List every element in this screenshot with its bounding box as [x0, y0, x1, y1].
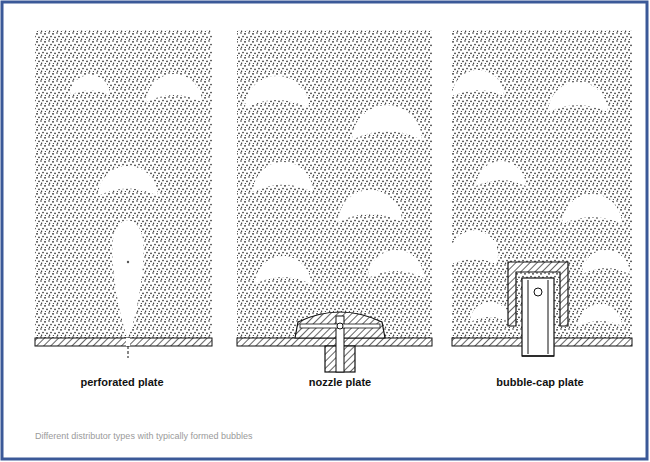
part-label: perforated plate	[22, 376, 222, 388]
gas-bubble	[450, 230, 498, 264]
orifice	[126, 338, 130, 346]
riser-end	[522, 355, 554, 356]
gas-jet	[112, 221, 143, 339]
gas-bubble	[245, 76, 309, 108]
particle-bed	[35, 30, 212, 338]
gas-bubble	[338, 190, 402, 222]
riser-wall	[528, 280, 529, 354]
gas-bubble	[578, 304, 622, 326]
gas-bubble	[98, 166, 158, 196]
gas-bubble	[548, 82, 608, 112]
orifice-axis	[128, 346, 129, 358]
riser-tube	[522, 278, 554, 356]
nozzle-hole	[337, 323, 343, 329]
gas-bubble	[70, 75, 110, 95]
gas-bubble	[562, 194, 622, 224]
gas-bubble	[253, 162, 313, 192]
figure-caption: Different distributor types with typical…	[35, 431, 252, 441]
riser-wall	[548, 280, 549, 354]
gas-bubble	[582, 250, 630, 274]
gas-bubble	[368, 250, 424, 278]
gas-bubble	[476, 161, 526, 186]
particle-bed	[452, 30, 632, 338]
gas-bubble	[352, 105, 422, 140]
gas-bubble	[146, 74, 202, 102]
nozzle-plate	[237, 338, 432, 346]
riser-hole	[534, 288, 542, 296]
particle-bed	[237, 30, 432, 338]
part-label: nozzle plate	[240, 376, 440, 388]
nozzle-outlet	[300, 324, 380, 328]
gas-bubble	[255, 256, 311, 284]
perforated-plate	[35, 338, 212, 346]
jet-center-mark	[127, 261, 129, 263]
part-label: bubble-cap plate	[440, 376, 640, 388]
gas-bubble	[470, 302, 510, 322]
nozzle-bore	[336, 316, 344, 372]
gas-bubble	[452, 70, 504, 96]
